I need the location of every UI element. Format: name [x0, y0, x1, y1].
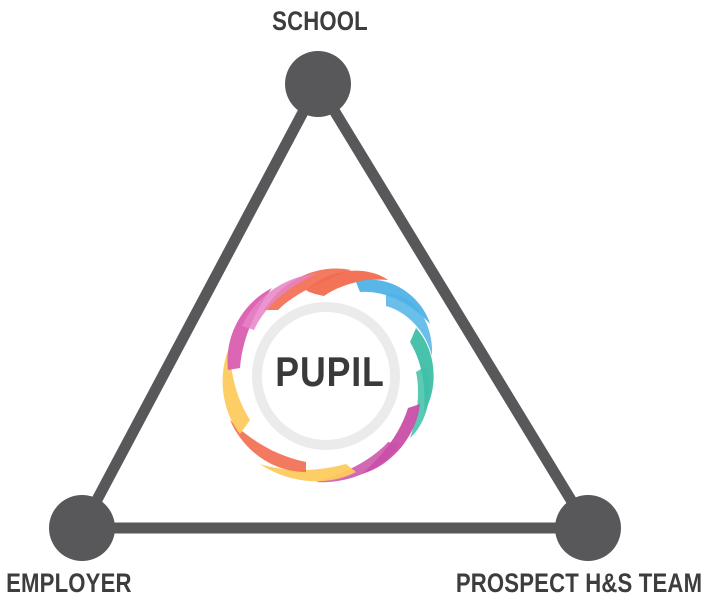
swirl-petal-blue — [356, 279, 430, 324]
swirl-petal-magenta — [362, 404, 420, 474]
swirl-petal-blue-2 — [386, 293, 433, 356]
pupil-swirl-ring — [222, 268, 434, 483]
swirl-petal-yellow — [260, 464, 356, 482]
swirl-petals — [222, 268, 434, 483]
node-prospect — [555, 495, 621, 561]
employer-label: EMPLOYER — [6, 568, 132, 598]
node-employer — [49, 495, 115, 561]
swirl-petal-red — [230, 420, 306, 472]
swirl-petal-orange-2 — [264, 268, 351, 310]
pupil-label: PUPIL — [275, 348, 385, 395]
edge-school-employer — [76, 78, 324, 534]
swirl-petal-pink-2 — [242, 274, 316, 330]
swirl-petal-magenta-2 — [316, 442, 400, 483]
prospect-hs-team-label: PROSPECT H&S TEAM — [455, 568, 703, 598]
triangle-edges — [76, 78, 594, 534]
school-label: SCHOOL — [272, 6, 368, 36]
swirl-petal-pink — [227, 288, 272, 370]
pupil-disc — [262, 312, 390, 440]
node-school — [285, 51, 351, 117]
swirl-petal-teal-2 — [410, 366, 430, 438]
edge-school-prospect — [312, 78, 594, 534]
